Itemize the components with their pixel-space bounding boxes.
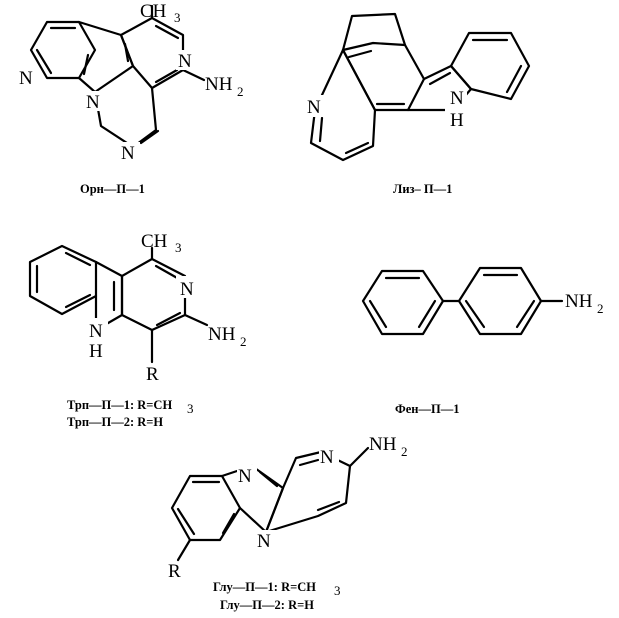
methyl-label: CH xyxy=(141,231,168,252)
atom-n: N xyxy=(238,466,252,487)
methyl-subscript: 3 xyxy=(174,10,181,25)
structure-fen-p-1 xyxy=(361,266,564,336)
caption-trp-p-2: Трп—П—2: R=H xyxy=(67,415,163,429)
atom-n: N xyxy=(450,88,464,109)
methyl-label: CH xyxy=(140,1,167,22)
atom-n: N xyxy=(89,321,103,342)
atom-n: N xyxy=(19,68,33,89)
atom-n: N xyxy=(121,143,135,164)
atom-n: N xyxy=(180,279,194,300)
caption-fen-p-1: Фен—П—1 xyxy=(395,402,459,416)
structure-liz-p-1 xyxy=(309,12,531,162)
amino-subscript: 2 xyxy=(240,334,247,349)
r-label: R xyxy=(168,561,181,582)
amino-label: NH xyxy=(205,74,233,95)
r-label: R xyxy=(146,364,159,385)
caption-liz-p-1: Лиз– П—1 xyxy=(393,182,452,196)
caption-glu-p-1: Глу—П—1: R=CH xyxy=(213,580,316,594)
atom-h: H xyxy=(89,341,103,362)
structure-glu-p xyxy=(170,446,370,562)
methyl-subscript: 3 xyxy=(175,240,182,255)
caption-trp-p-1-subscript: 3 xyxy=(187,401,194,416)
atom-n: N xyxy=(178,51,192,72)
amino-label: NH xyxy=(369,434,397,455)
amino-subscript: 2 xyxy=(237,84,244,99)
amino-label: NH xyxy=(208,324,236,345)
atom-n: N xyxy=(320,447,334,468)
amino-label: NH xyxy=(565,291,593,312)
amino-subscript: 2 xyxy=(597,301,604,316)
caption-glu-p-2: Глу—П—2: R=H xyxy=(220,598,314,612)
structure-trp-p xyxy=(28,244,209,364)
amino-subscript: 2 xyxy=(401,444,408,459)
caption-orn-p-1: Орн—П—1 xyxy=(80,182,145,196)
atom-h: H xyxy=(450,110,464,131)
atom-n: N xyxy=(257,531,271,552)
caption-glu-p-1-subscript: 3 xyxy=(334,583,341,598)
structure-orn-p-1 xyxy=(29,4,206,149)
caption-trp-p-1: Трп—П—1: R=CH xyxy=(67,398,172,412)
atom-n: N xyxy=(307,97,321,118)
atom-n: N xyxy=(86,92,100,113)
